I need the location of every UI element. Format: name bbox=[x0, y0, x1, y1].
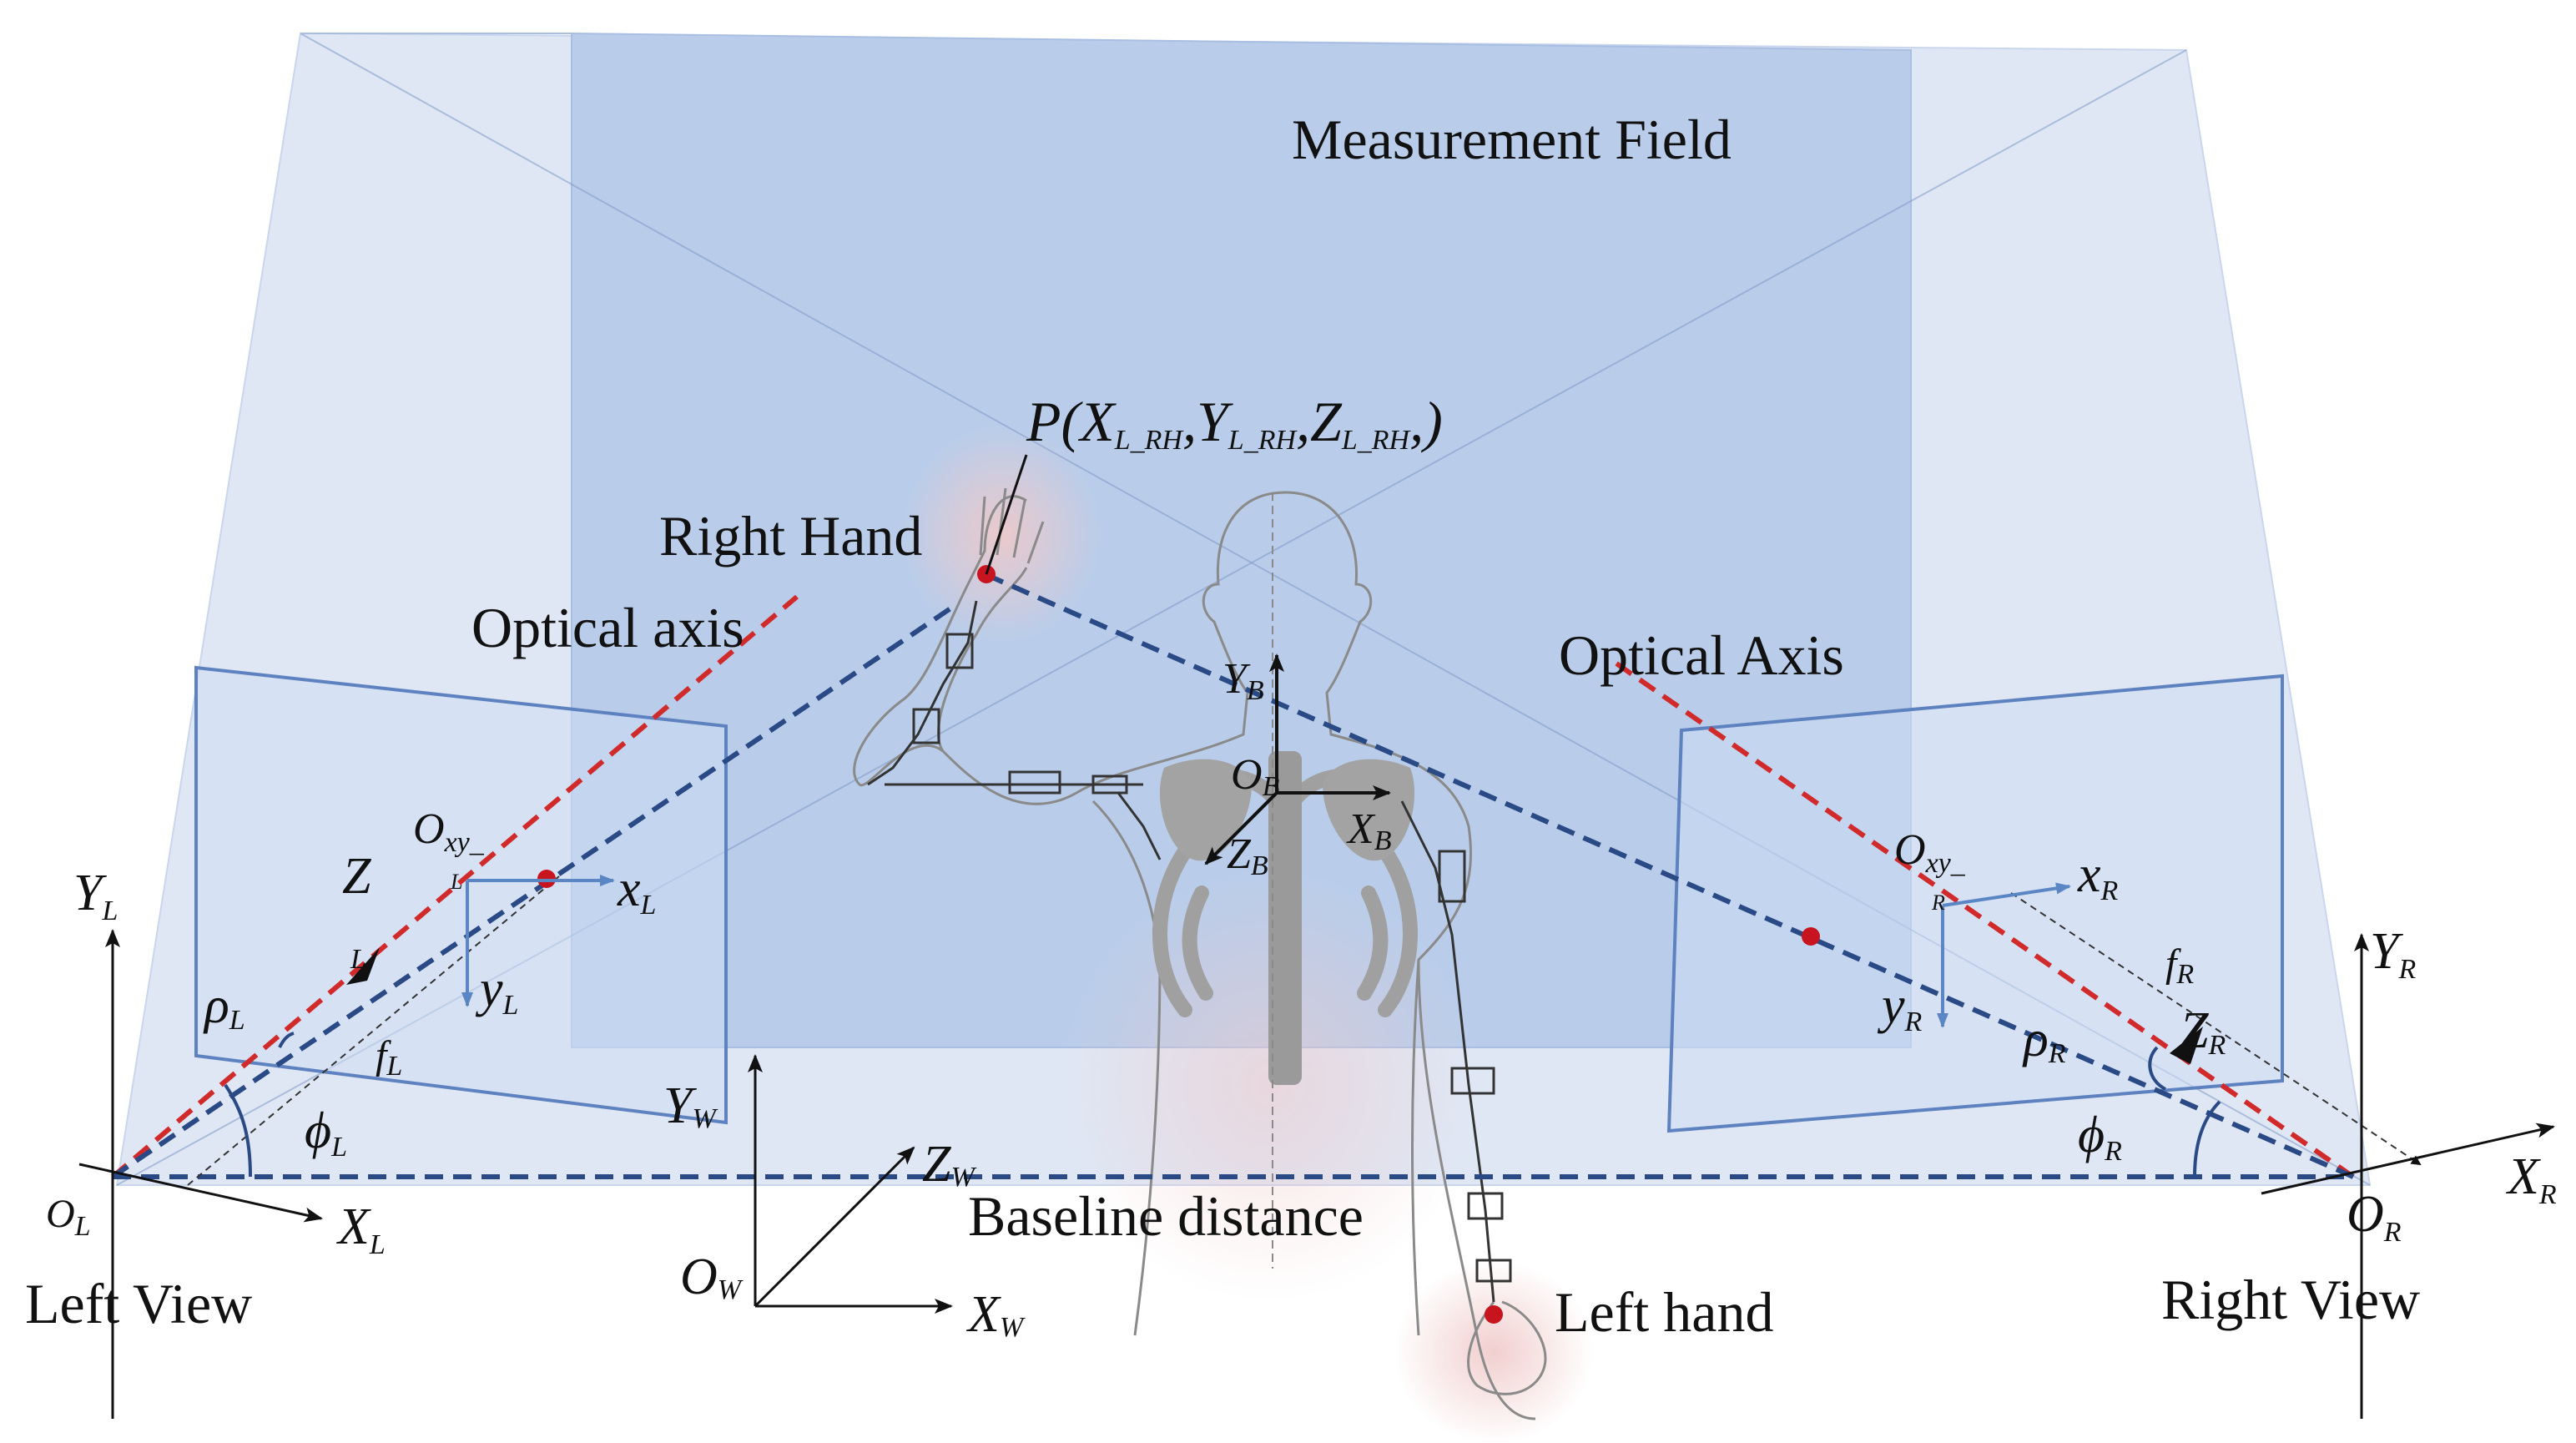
label-yL: yL bbox=[475, 961, 518, 1021]
label-ZB: ZB bbox=[1227, 830, 1268, 881]
shoulder-blades bbox=[1159, 759, 1415, 861]
z-left-arrowhead bbox=[346, 947, 380, 985]
exoskeleton-right-arm bbox=[867, 600, 1162, 860]
spine bbox=[1268, 751, 1302, 1085]
label-Z-left: Z bbox=[342, 848, 371, 905]
label-Oxy-right-sub2: R bbox=[1931, 891, 1945, 915]
left-hand-label: Left hand bbox=[1555, 1280, 1773, 1344]
point-p-label: P(XL_RH,YL_RH,ZL_RH,) bbox=[1026, 390, 1443, 456]
right-image-plane bbox=[1666, 674, 2284, 1133]
label-Oxy-left: Oxy_ bbox=[413, 805, 485, 858]
exoskeleton-left-arm bbox=[1400, 800, 1512, 1303]
hand-glow bbox=[901, 426, 1101, 643]
phi-left-arc bbox=[224, 1083, 252, 1178]
optical-axis-right-label: Optical Axis bbox=[1559, 623, 1844, 687]
label-XB: XB bbox=[1346, 805, 1392, 856]
p-leader-line bbox=[985, 454, 1028, 575]
label-ZR: ZR bbox=[2180, 1002, 2226, 1061]
label-Oxy-left-sub2: L bbox=[450, 870, 462, 894]
point-left-hand bbox=[1485, 1305, 1503, 1324]
right-hand-label: Right Hand bbox=[659, 504, 922, 568]
label-XW: XW bbox=[965, 1286, 1026, 1343]
point-right-image bbox=[1802, 927, 1820, 946]
right-image-axes bbox=[1937, 882, 2071, 1028]
label-OW: OW bbox=[680, 1249, 744, 1305]
label-Oxy-right: Oxy_ bbox=[1894, 826, 1966, 879]
label-YB: YB bbox=[1222, 655, 1264, 706]
label-xL: xL bbox=[617, 860, 656, 921]
left-image-axes bbox=[461, 875, 615, 1007]
label-xR: xR bbox=[2077, 846, 2119, 906]
optical-axis-left-label: Optical axis bbox=[471, 596, 744, 659]
label-OB: OB bbox=[1231, 751, 1280, 802]
human-body-outline bbox=[853, 491, 1547, 1420]
label-ZW: ZW bbox=[922, 1136, 976, 1193]
right-view-label: Right View bbox=[2161, 1268, 2420, 1331]
label-phiR: ϕR bbox=[2078, 1107, 2122, 1167]
baseline-label: Baseline distance bbox=[968, 1184, 1364, 1248]
label-rhoL: ρL bbox=[203, 977, 245, 1036]
world-axes bbox=[748, 1054, 953, 1314]
ray-right-to-p bbox=[987, 573, 2355, 1179]
label-YW: YW bbox=[663, 1077, 718, 1134]
label-phiL: ϕL bbox=[305, 1102, 347, 1163]
label-YR: YR bbox=[2370, 923, 2416, 985]
left-camera-axes bbox=[78, 929, 323, 1419]
optical-axis-right bbox=[1609, 657, 2355, 1179]
right-camera-axes bbox=[2261, 933, 2555, 1419]
label-rhoR: ρR bbox=[2022, 1011, 2066, 1069]
label-yR: yR bbox=[1877, 977, 1923, 1037]
measurement-field-label: Measurement Field bbox=[1292, 108, 1732, 171]
rho-right-arc bbox=[2148, 1046, 2167, 1091]
phi-right-arc bbox=[2193, 1100, 2221, 1178]
label-OL: OL bbox=[46, 1192, 91, 1242]
focal-left bbox=[187, 875, 560, 1186]
raised-hand-fingers bbox=[979, 487, 1045, 564]
label-Z-left-sub: L bbox=[350, 944, 366, 975]
label-OR: OR bbox=[2347, 1186, 2402, 1248]
z-right-arrowhead bbox=[2170, 1027, 2203, 1064]
label-XR: XR bbox=[2505, 1148, 2557, 1210]
label-YL: YL bbox=[73, 865, 118, 926]
optical-axis-left bbox=[111, 594, 799, 1179]
label-XL: XL bbox=[335, 1198, 386, 1260]
left-image-plane bbox=[194, 665, 728, 1125]
left-hand-glow bbox=[1394, 1260, 1594, 1443]
body-axes bbox=[1204, 653, 1391, 865]
left-view-label: Left View bbox=[25, 1272, 252, 1335]
rho-left-arc bbox=[278, 1032, 295, 1048]
